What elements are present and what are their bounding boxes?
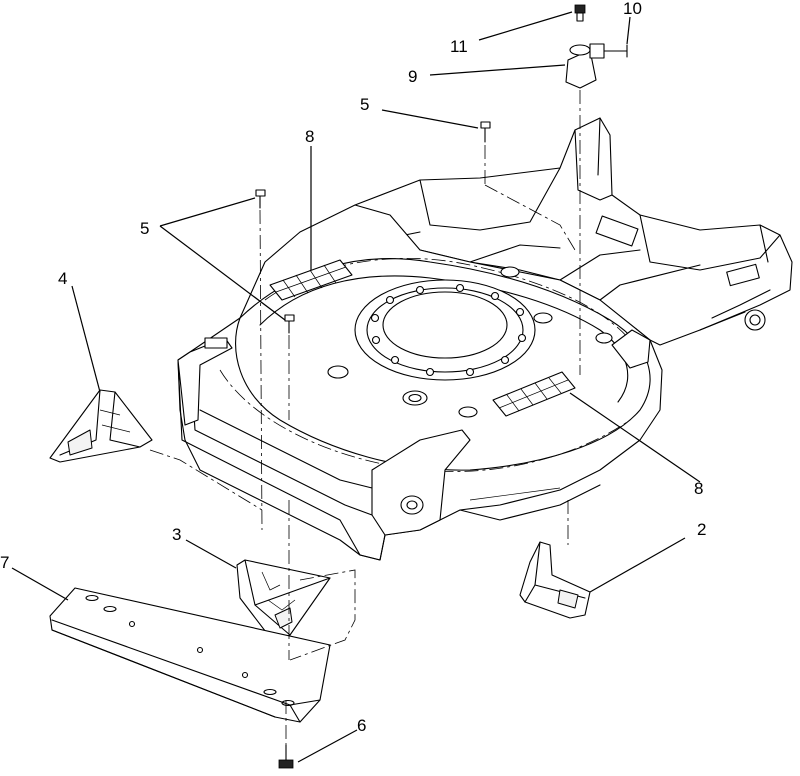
washout-fitting <box>565 43 628 89</box>
callout-5-left: 5 <box>140 219 149 238</box>
callout-10: 10 <box>623 0 642 18</box>
callout-6: 6 <box>357 716 366 735</box>
callout-3: 3 <box>172 525 181 544</box>
callout-8-upper: 8 <box>305 127 314 146</box>
callout-9: 9 <box>408 67 417 86</box>
baffle-left <box>49 389 153 463</box>
callout-8-lower: 8 <box>694 479 703 498</box>
baffle-center <box>236 559 331 641</box>
rear-frame <box>354 117 793 346</box>
skid-bolt <box>278 744 294 769</box>
callout-2: 2 <box>697 520 706 539</box>
spindle-ring-bolts <box>370 283 527 377</box>
skid-plate-holes <box>85 594 295 707</box>
callout-5-top: 5 <box>360 95 369 114</box>
decal-upper <box>269 259 353 301</box>
callout-4: 4 <box>58 269 67 288</box>
leader-lines <box>11 11 701 763</box>
callout-11: 11 <box>450 37 468 56</box>
screw-left-upper <box>255 189 266 209</box>
screw-top <box>480 121 491 143</box>
callout-labels: 2 3 4 5 5 6 7 8 8 9 10 11 <box>0 0 706 735</box>
skid-plate <box>49 587 331 723</box>
assembly-centerlines <box>149 90 581 745</box>
fitting-screw <box>574 4 586 22</box>
baffle-right <box>519 541 591 619</box>
screw-left-lower <box>284 314 295 334</box>
decal-lower <box>492 371 576 417</box>
callout-7: 7 <box>0 553 9 572</box>
